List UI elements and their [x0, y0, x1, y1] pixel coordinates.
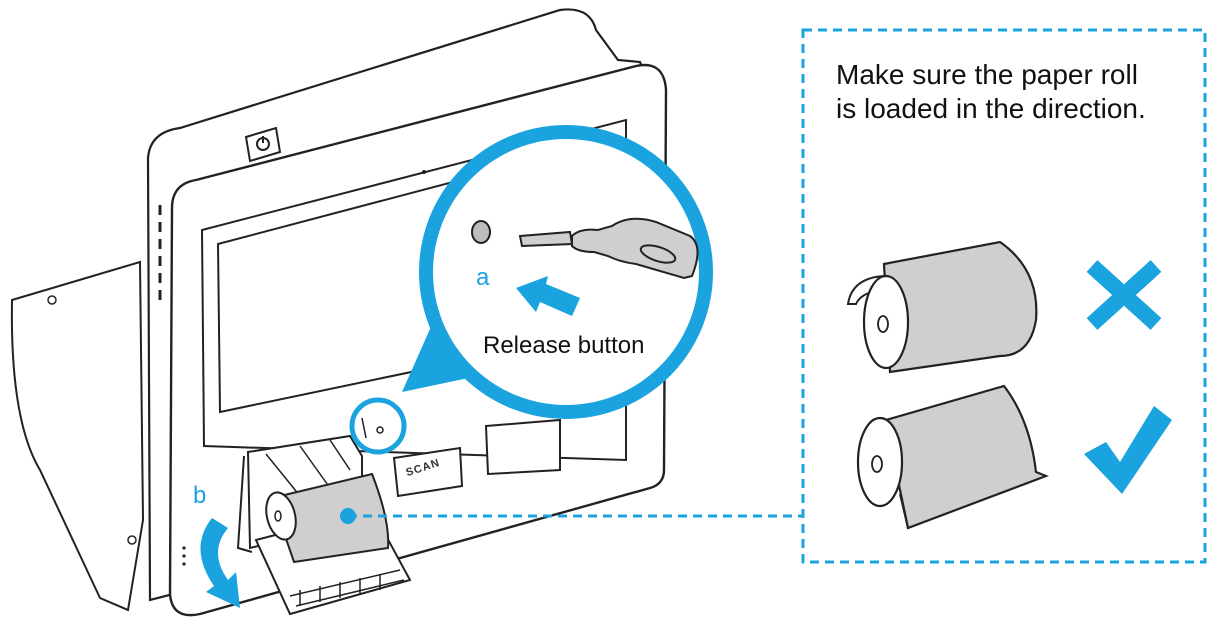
release-button-highlight	[349, 397, 407, 455]
connector-dot	[340, 508, 356, 524]
step-b-label: b	[193, 482, 207, 509]
magnified-callout	[419, 125, 713, 419]
callout-pointer	[402, 320, 478, 392]
small-marks	[182, 546, 186, 566]
scan-key	[392, 446, 464, 498]
release-button-label: Release button	[483, 332, 645, 359]
paper-roll-correct	[856, 384, 1050, 530]
base-screw	[127, 535, 137, 545]
instruction-panel	[801, 28, 1207, 564]
checkmark-icon	[1084, 406, 1172, 494]
step-a-label: a	[476, 264, 490, 291]
open-door-arrow-icon	[200, 518, 240, 608]
cross-icon	[1086, 260, 1162, 330]
paper-roll-loaded	[265, 472, 390, 564]
release-key-tool	[518, 217, 699, 280]
push-arrow-icon	[516, 276, 580, 316]
base-screw	[47, 295, 57, 305]
paper-roll-wrong	[846, 240, 1038, 374]
instruction-note: Make sure the paper roll is loaded in th…	[836, 59, 1146, 124]
nfc-reader-panel	[484, 418, 561, 476]
device-base-plate	[10, 260, 145, 612]
power-button-icon	[244, 126, 282, 163]
release-hole	[471, 220, 491, 244]
